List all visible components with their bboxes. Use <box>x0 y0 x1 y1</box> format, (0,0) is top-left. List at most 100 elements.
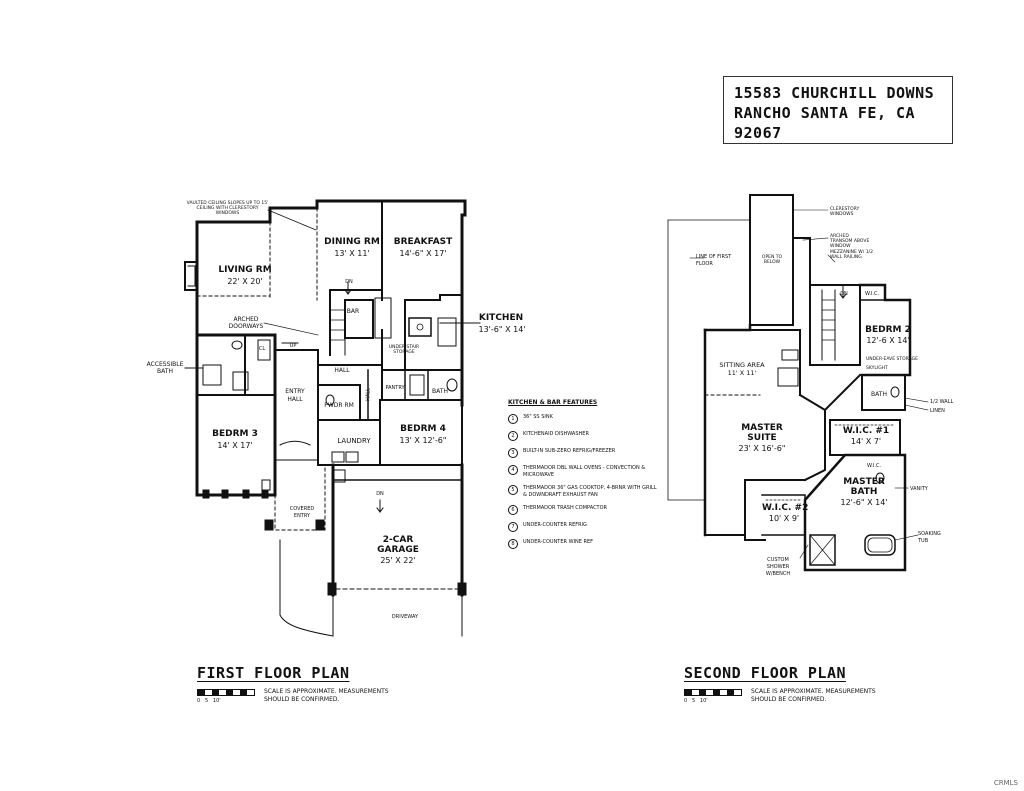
walk-in-closet-small-label: W.I.C. <box>864 291 880 297</box>
stair-down-label-2: DN <box>840 291 848 297</box>
half-wall-label: 1/2 WALL <box>930 399 954 405</box>
second-floor-bath-label: BATH <box>871 391 887 398</box>
sitting-area-label: SITTING AREA <box>719 361 765 369</box>
line-of-first-floor-label-2: FLOOR <box>696 261 713 267</box>
first-floor-scale-ticks: 0 5 10' <box>197 698 221 704</box>
walk-in-closet-2-dimensions: 10' X 9' <box>768 514 800 523</box>
first-floor-scale-note-2: SHOULD BE CONFIRMED. <box>264 696 340 703</box>
feature-text: THERMADOR TRASH COMPACTOR <box>523 505 608 511</box>
under-eave-storage-label: UNDER-EAVE STORAGE <box>866 357 918 362</box>
walk-in-closet-bath-label: W.I.C. <box>866 463 882 469</box>
bedroom-4-dimensions: 13' X 12'-6" <box>399 436 447 445</box>
feature-text: UNDER-COUNTER REFRIG <box>523 522 587 528</box>
living-room-dimensions: 22' X 20' <box>227 277 263 286</box>
accessible-bath-label: ACCESSIBLE <box>146 361 184 368</box>
feature-text: THERMADOR DBL WALL OVENS - CONVECTION & … <box>523 465 646 478</box>
second-floor-scale-ticks: 0 5 10' <box>684 698 708 704</box>
dining-room-label: DINING RM <box>324 237 380 247</box>
pantry-label: PANTRY <box>385 385 405 391</box>
garage-label: 2-CAR <box>382 535 414 545</box>
address-box: 15583 CHURCHILL DOWNS RANCHO SANTA FE, C… <box>723 76 953 144</box>
bar-label: BAR <box>346 308 360 315</box>
master-bath-label-2: BATH <box>850 487 878 497</box>
laundry-label: LAUNDRY <box>337 437 371 445</box>
first-floor-plan-title: FIRST FLOOR PLAN <box>197 664 350 682</box>
covered-entry-label-2: ENTRY <box>293 513 311 519</box>
first-floor-scale-bar <box>197 689 255 696</box>
feature-text: 36" SS SINK <box>523 414 553 420</box>
walk-in-closet-2-label: W.I.C. #2 <box>762 503 809 513</box>
covered-entry-label: COVERED <box>289 506 315 512</box>
arched-transom-label: ARCHED TRANSOM ABOVE WINDOW <box>830 234 870 249</box>
bedroom-4-label: BEDRM 4 <box>400 424 446 434</box>
master-bath-label: MASTER <box>843 477 885 487</box>
arched-doorways-label: ARCHED <box>233 316 259 323</box>
first-floor-scale-note: SCALE IS APPROXIMATE. MEASUREMENTS SHOUL… <box>264 688 389 704</box>
open-to-below-label: OPEN TO BELOW <box>761 255 783 265</box>
entry-hall-label: ENTRY <box>285 388 305 395</box>
second-floor-scale-note-2: SHOULD BE CONFIRMED. <box>751 696 827 703</box>
custom-shower-label-3: W/BENCH <box>765 571 791 577</box>
kitchen-label: KITCHEN <box>478 313 524 323</box>
hall-label-vertical: HALL <box>365 388 372 401</box>
feature-text: BUILT-IN SUB-ZERO REFRIG/FREEZER <box>523 448 616 454</box>
clerestory-windows-label: CLERESTORY WINDOWS <box>830 207 860 217</box>
garage-dimensions: 25' X 22' <box>380 556 416 565</box>
line-of-first-floor-label: LINE OF FIRST <box>696 254 732 260</box>
custom-shower-label: CUSTOM <box>767 557 789 563</box>
living-room-label: LIVING RM <box>218 265 272 275</box>
address-line-2: RANCHO SANTA FE, CA <box>734 104 916 122</box>
stair-up-label: UP <box>289 343 297 349</box>
hall-label: HALL <box>334 367 350 374</box>
bedroom-2-dimensions: 12'-6 X 14' <box>866 336 910 345</box>
watermark: CRMLS <box>993 779 1018 787</box>
soaking-tub-label: SOAKING <box>918 531 941 537</box>
bedroom-3-dimensions: 14' X 17' <box>217 441 253 450</box>
feature-number: 5 <box>508 485 518 495</box>
bedroom-3-label: BEDRM 3 <box>212 429 258 439</box>
master-suite-dimensions: 23' X 16'-6" <box>738 444 786 453</box>
address-line-1: 15583 CHURCHILL DOWNS <box>734 84 935 102</box>
first-floor-scale-note-1: SCALE IS APPROXIMATE. MEASUREMENTS <box>264 688 389 695</box>
feature-text: UNDER-COUNTER WINE REF <box>523 539 594 545</box>
under-stair-storage-label: UNDER-STAIR STORAGE <box>388 345 420 355</box>
garage-down-label: DN <box>376 491 384 497</box>
mezzanine-label: MEZZANINE W/ 1/2 WALL RAILING <box>830 250 873 260</box>
garage-label-2: GARAGE <box>377 545 419 555</box>
bedroom-2-label: BEDRM 2 <box>865 325 911 335</box>
feature-number: 7 <box>508 522 518 532</box>
entry-hall-label-2: HALL <box>287 396 303 403</box>
feature-item: 6 THERMADOR TRASH COMPACTOR <box>508 505 658 515</box>
stair-down-label: DN <box>345 279 353 285</box>
arched-doorways-label-2: DOORWAYS <box>228 323 264 330</box>
second-floor-scale-note-1: SCALE IS APPROXIMATE. MEASUREMENTS <box>751 688 876 695</box>
feature-item: 4 THERMADOR DBL WALL OVENS - CONVECTION &… <box>508 465 658 478</box>
feature-text: THERMADOR 36" GAS COOKTOP, 4-BRNR WITH G… <box>523 485 657 498</box>
address-line-3: 92067 <box>734 124 782 142</box>
walk-in-closet-1-label: W.I.C. #1 <box>842 426 890 436</box>
accessible-bath-label-2: BATH <box>157 368 173 375</box>
driveway-label: DRIVEWAY <box>391 614 419 620</box>
features-title: KITCHEN & BAR FEATURES <box>508 399 598 406</box>
master-suite-label-2: SUITE <box>747 433 777 443</box>
second-floor-scale-note: SCALE IS APPROXIMATE. MEASUREMENTS SHOUL… <box>751 688 876 704</box>
master-suite-label: MASTER <box>741 423 783 433</box>
feature-item: 7 UNDER-COUNTER REFRIG <box>508 522 658 532</box>
feature-number: 2 <box>508 431 518 441</box>
vanity-label: VANITY <box>910 486 928 492</box>
feature-item: 2 KITCHENAID DISHWASHER <box>508 431 658 441</box>
feature-number: 6 <box>508 505 518 515</box>
walk-in-closet-1-dimensions: 14' X 7' <box>850 437 882 446</box>
feature-item: 5 THERMADOR 36" GAS COOKTOP, 4-BRNR WITH … <box>508 485 658 498</box>
second-floor-plan-title: SECOND FLOOR PLAN <box>684 664 847 682</box>
breakfast-label: BREAKFAST <box>393 237 453 247</box>
second-floor-scale-bar <box>684 689 742 696</box>
feature-text: KITCHENAID DISHWASHER <box>523 431 589 437</box>
custom-shower-label-2: SHOWER <box>766 564 790 570</box>
feature-number: 4 <box>508 465 518 475</box>
